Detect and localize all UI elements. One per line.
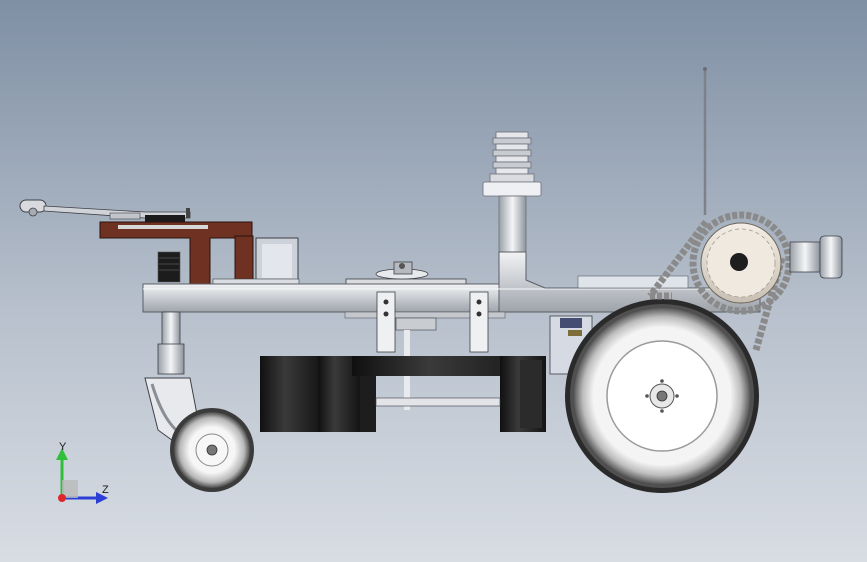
- handle-arm: [19, 199, 191, 222]
- axis-triad-icon: [56, 448, 108, 504]
- top-pulley: [345, 261, 467, 287]
- sprocket: [689, 211, 793, 315]
- controller-box: [212, 237, 300, 286]
- shaft-coupling: [789, 235, 843, 279]
- caster-wheel: [170, 408, 254, 492]
- antenna: [703, 67, 707, 215]
- z-axis-label: Z: [102, 484, 109, 496]
- motor-bracket: [99, 221, 254, 285]
- signal-tower: [482, 131, 542, 253]
- axis-triad: Y Z: [40, 436, 130, 516]
- battery-housing: [260, 356, 546, 432]
- y-axis-label: Y: [59, 441, 67, 453]
- drive-wheel: [565, 299, 759, 493]
